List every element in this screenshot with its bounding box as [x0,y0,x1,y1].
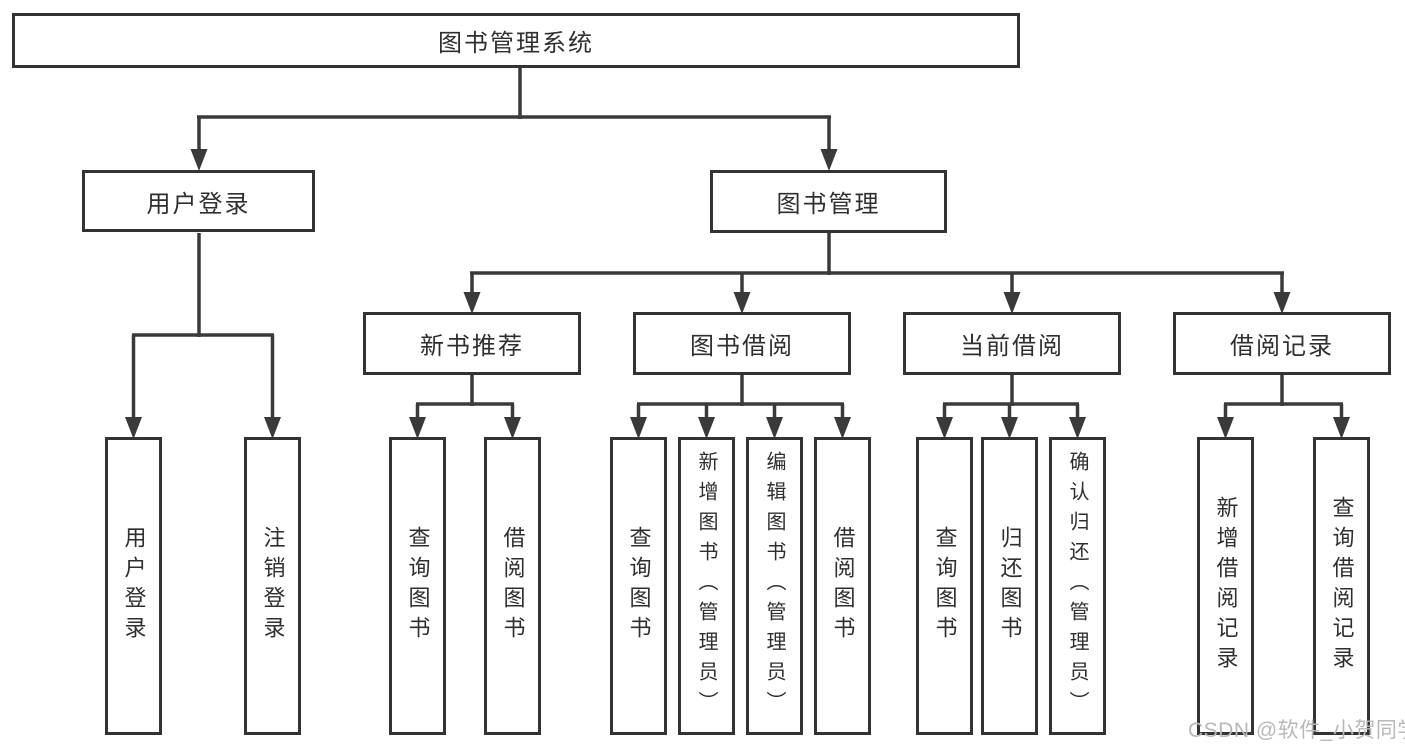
node-borrow-records: 借阅记录 [1173,312,1391,375]
node-current-borrow: 当前借阅 [903,312,1121,375]
node-new-book-recommend: 新书推荐 [363,312,581,375]
leaf-logout: 注销登录 [244,437,301,735]
arrowheads [125,149,1350,439]
leaf-query-books-borrow: 查询图书 [610,437,667,735]
leaf-query-books-current: 查询图书 [916,437,973,735]
node-book-management: 图书管理 [710,170,947,233]
leaf-add-book-admin: 新增图书（管理员） [678,437,735,735]
leaf-confirm-return-admin: 确认归还（管理员） [1049,437,1106,735]
node-book-borrow: 图书借阅 [633,312,851,375]
leaf-add-borrow-record: 新增借阅记录 [1197,437,1254,735]
leaf-query-borrow-record: 查询借阅记录 [1313,437,1370,735]
node-library-system: 图书管理系统 [12,13,1020,68]
leaf-borrow-books: 借阅图书 [814,437,871,735]
leaf-user-login: 用户登录 [105,437,162,735]
csdn-watermark: CSDN @软件_小贺同学 [1188,719,1405,742]
node-user-login-group: 用户登录 [82,170,315,232]
leaf-query-books-recommend: 查询图书 [389,437,446,735]
connector-path [131,68,1344,420]
leaf-borrow-books-recommend: 借阅图书 [484,437,541,735]
leaf-return-book: 归还图书 [981,437,1038,735]
leaf-edit-book-admin: 编辑图书（管理员） [746,437,803,735]
